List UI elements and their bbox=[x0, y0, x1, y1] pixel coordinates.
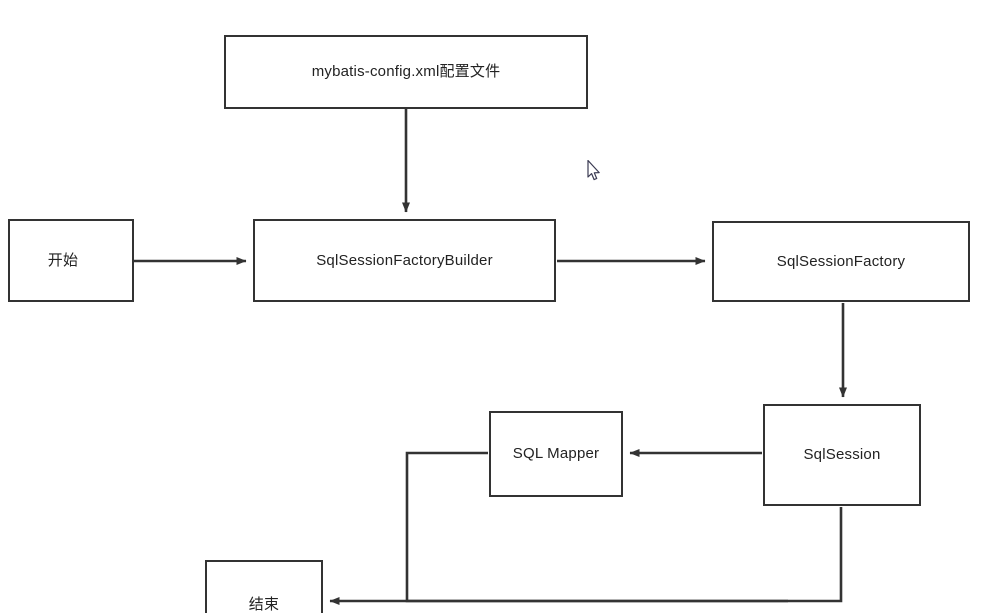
edge-session-to-end bbox=[329, 507, 843, 605]
node-end-label: 结束 bbox=[248, 596, 280, 613]
node-start-label: 开始 bbox=[47, 251, 79, 269]
node-sqlsession[interactable]: SqlSession bbox=[763, 404, 921, 506]
node-sqlsessionfactorybuilder[interactable]: SqlSessionFactoryBuilder bbox=[253, 219, 556, 302]
node-sql-mapper-label: SQL Mapper bbox=[512, 445, 600, 462]
node-sqlsessionfactory[interactable]: SqlSessionFactory bbox=[712, 221, 970, 302]
node-sqlsessionfactory-label: SqlSessionFactory bbox=[776, 252, 906, 270]
node-sqlsessionfactorybuilder-label: SqlSessionFactoryBuilder bbox=[316, 251, 493, 269]
node-sql-mapper[interactable]: SQL Mapper bbox=[489, 411, 623, 497]
node-end[interactable]: 结束 bbox=[205, 560, 323, 613]
node-sqlsession-label: SqlSession bbox=[803, 446, 881, 463]
node-start[interactable]: 开始 bbox=[8, 219, 134, 302]
node-mybatis-config-file[interactable]: mybatis-config.xml配置文件 bbox=[224, 35, 588, 109]
node-mybatis-config-file-label: mybatis-config.xml配置文件 bbox=[311, 63, 501, 80]
